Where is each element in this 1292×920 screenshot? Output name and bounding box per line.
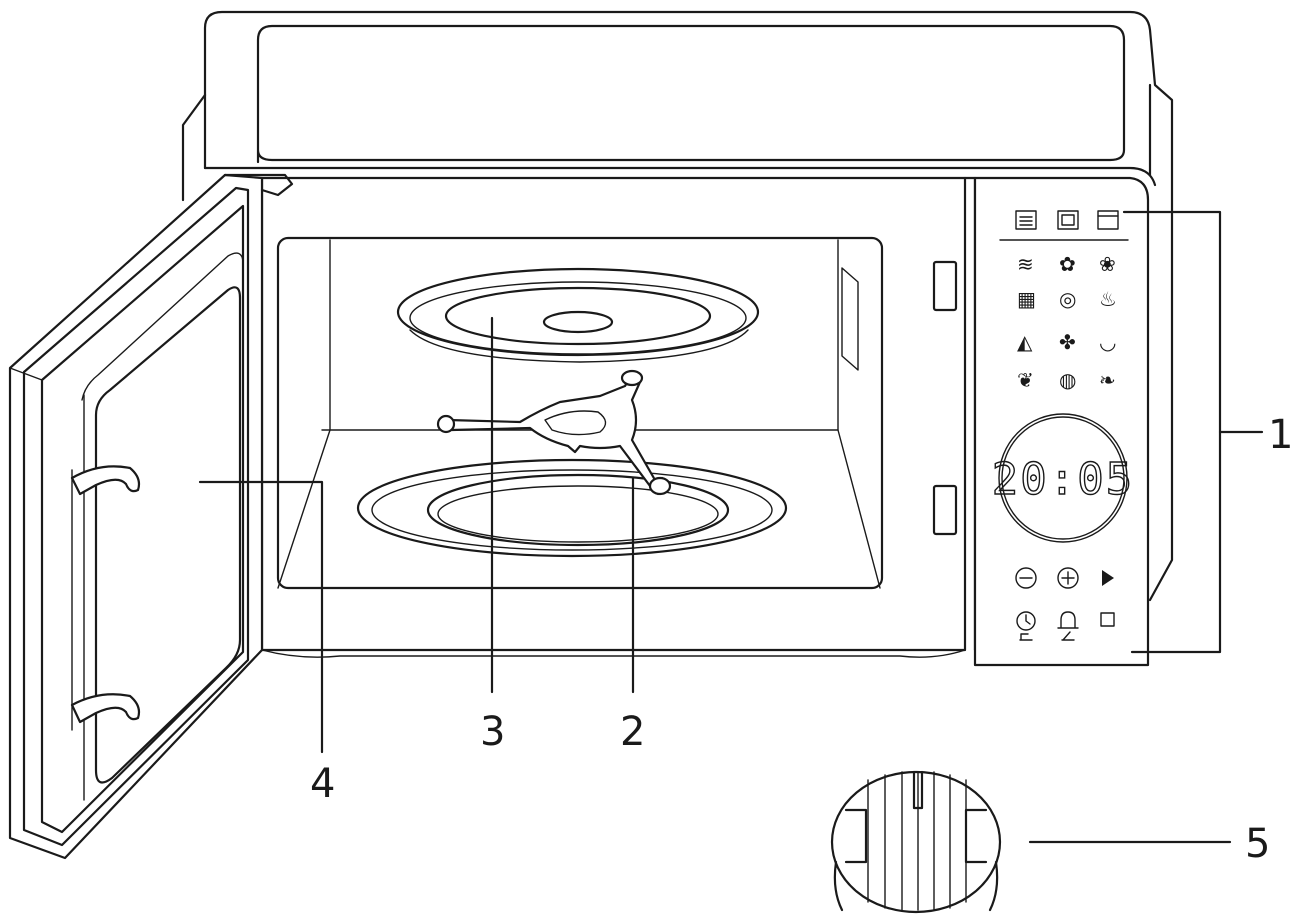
rack-plate xyxy=(396,267,760,363)
minus-icon[interactable] xyxy=(1015,567,1037,589)
potato-icon[interactable]: ◎ xyxy=(1059,287,1076,311)
display-dial: 20:05 xyxy=(991,413,1134,543)
microwave-mode-icon[interactable] xyxy=(1015,210,1037,230)
control-panel: ≋ ✿ ❀ ▦ ◎ ♨ ◭ ✤ ◡ ❦ ◍ ❧ 20:05 xyxy=(973,176,1150,667)
meat-icon[interactable]: ❦ xyxy=(1017,368,1034,392)
cabinet-shell xyxy=(181,10,1174,602)
auto-menu-icon[interactable]: ❀ xyxy=(1099,252,1116,276)
defrost-icon[interactable]: ✿ xyxy=(1059,252,1076,276)
stop-icon[interactable] xyxy=(1100,612,1115,627)
grill-heat-icon[interactable]: ≋ xyxy=(1017,252,1034,276)
combi-mode-icon[interactable] xyxy=(1097,210,1119,230)
callout-4: 4 xyxy=(198,480,335,807)
rack-stand: 5 xyxy=(830,770,1270,914)
roller-ring xyxy=(436,369,672,496)
svg-text:5: 5 xyxy=(1245,821,1270,867)
fish-icon[interactable]: ◍ xyxy=(1059,368,1076,392)
callout-3: 3 xyxy=(480,316,505,755)
svg-text:3: 3 xyxy=(480,709,505,755)
svg-text:2: 2 xyxy=(620,709,645,755)
callout-1: 1 xyxy=(1122,210,1292,654)
soup-icon[interactable]: ◡ xyxy=(1099,330,1116,354)
glass-turntable xyxy=(356,458,788,558)
grill-mode-icon[interactable] xyxy=(1057,210,1079,230)
control-buttons xyxy=(1015,567,1115,641)
timer-bell-icon[interactable] xyxy=(1057,611,1079,629)
popcorn-icon[interactable]: ❧ xyxy=(1099,368,1116,392)
clock-icon[interactable] xyxy=(1016,611,1036,631)
oven-door xyxy=(8,173,294,860)
bread-icon[interactable]: ▦ xyxy=(1017,287,1036,311)
svg-text:1: 1 xyxy=(1268,412,1292,458)
pizza-icon[interactable]: ◭ xyxy=(1017,330,1033,354)
poultry-icon[interactable]: ♨ xyxy=(1099,287,1117,311)
time-display: 20:05 xyxy=(992,454,1134,505)
plus-icon[interactable] xyxy=(1057,567,1079,589)
vegetable-icon[interactable]: ✤ xyxy=(1059,330,1076,354)
program-icons-grid: ≋ ✿ ❀ ▦ ◎ ♨ ◭ ✤ ◡ ❦ ◍ ❧ xyxy=(1017,252,1117,392)
callout-2: 2 xyxy=(620,476,645,755)
start-icon[interactable] xyxy=(1102,570,1114,586)
svg-text:4: 4 xyxy=(310,761,335,807)
mode-icons-row xyxy=(1015,210,1119,230)
